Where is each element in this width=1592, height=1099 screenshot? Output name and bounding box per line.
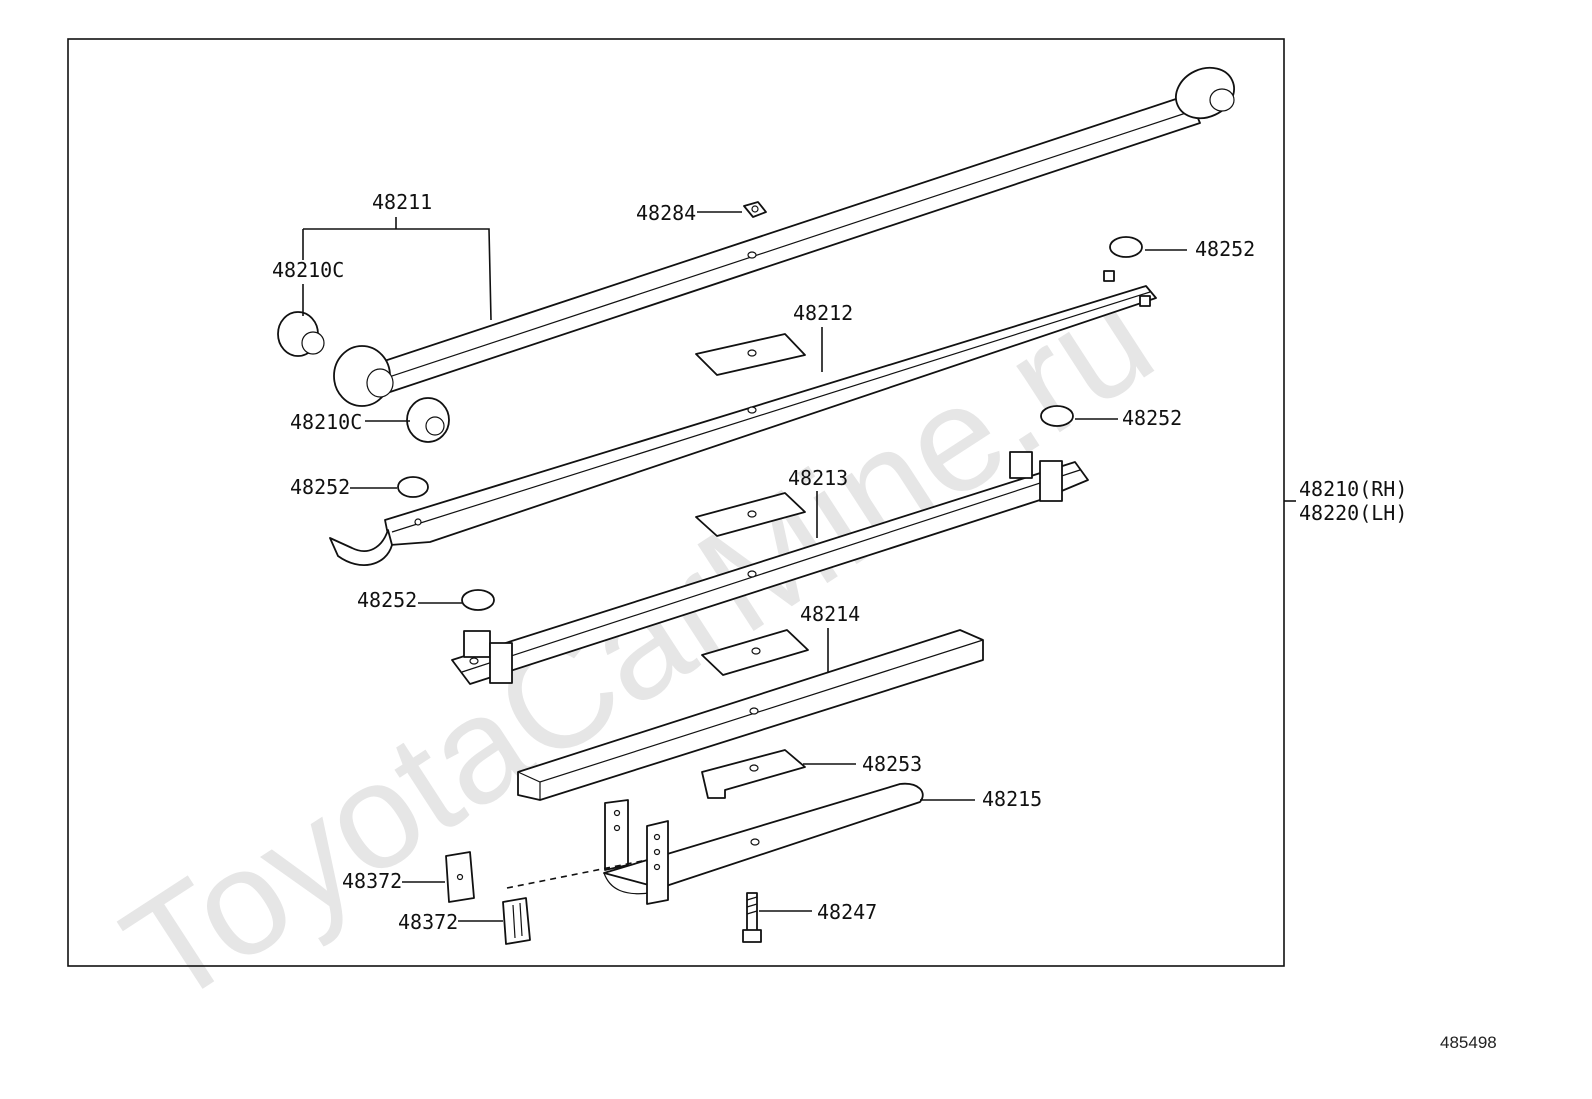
document-number: 485498 [1440,1033,1497,1052]
insert-2[interactable] [1040,405,1074,427]
label-leaf-4: 48214 [800,602,860,626]
bushing-upper[interactable] [277,311,325,357]
leaf-5[interactable] [603,782,924,905]
main-leaf[interactable] [333,59,1242,407]
label-clip-1: 48372 [342,869,402,893]
label-main-leaf: 48211 [372,190,432,214]
pad-4[interactable] [701,629,809,676]
clip-1[interactable] [445,851,475,903]
pad-3[interactable] [695,492,806,537]
leaf-2[interactable] [329,270,1157,566]
label-leaf-5: 48215 [982,787,1042,811]
label-leaf-3: 48213 [788,466,848,490]
bolt[interactable] [742,892,762,943]
label-leaf-2: 48212 [793,301,853,325]
pad-2[interactable] [695,333,806,376]
insert-4[interactable] [461,589,495,611]
clip-2[interactable] [502,897,531,945]
label-nut: 48284 [636,201,696,225]
spacer[interactable] [701,749,806,799]
label-bushing-lower: 48210C [290,410,362,434]
label-clip-2: 48372 [398,910,458,934]
leaf-3[interactable] [451,451,1089,685]
watermark: ToyotaCarMine.ru [96,251,1180,1037]
leader-lines [302,211,1296,922]
label-insert-3: 48252 [290,475,350,499]
label-assembly-rh: 48210(RH) [1299,477,1407,501]
insert-3[interactable] [397,476,429,498]
leaf-4[interactable] [517,629,984,801]
nut[interactable] [743,201,767,218]
label-insert-1: 48252 [1195,237,1255,261]
label-spacer: 48253 [862,752,922,776]
bushing-lower[interactable] [406,397,450,443]
label-bolt: 48247 [817,900,877,924]
label-assembly-lh: 48220(LH) [1299,501,1407,525]
label-bushing-upper: 48210C [272,258,344,282]
diagram-frame [67,38,1285,967]
label-insert-4: 48252 [357,588,417,612]
insert-1[interactable] [1109,236,1143,258]
label-insert-2: 48252 [1122,406,1182,430]
